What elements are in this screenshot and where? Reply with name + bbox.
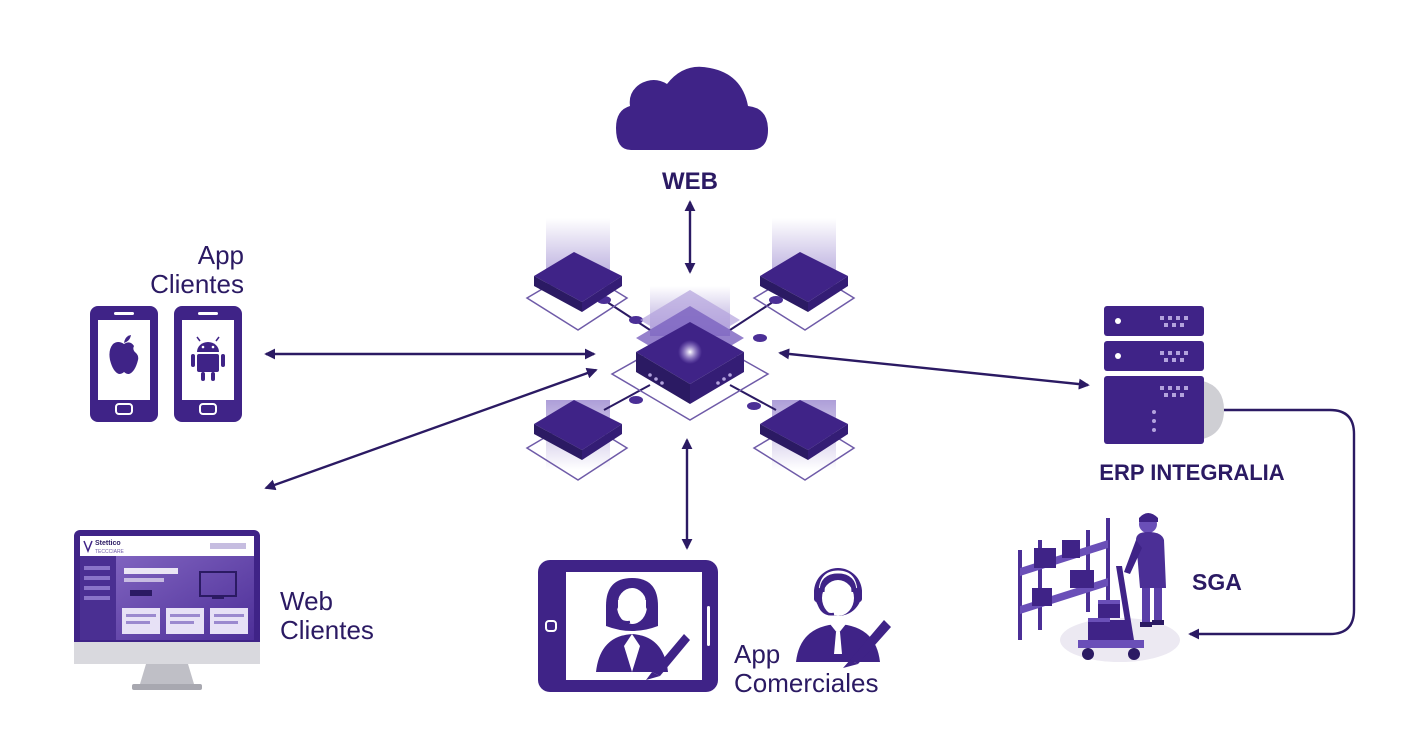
connectors [264, 200, 1356, 640]
web-monitor-icon: Stettico TECCCIARE [74, 530, 260, 690]
screen-brand-line1: Stettico [95, 540, 121, 547]
app-clientes-label-line2: Clientes [150, 268, 244, 299]
web-clientes-label: Web Clientes [280, 587, 374, 644]
apple-phone-icon [90, 306, 158, 422]
android-phone-icon [174, 306, 242, 422]
node-satellite [752, 400, 856, 481]
web-clientes-label-line1: Web [280, 586, 333, 616]
node-satellite [525, 400, 629, 481]
headset-agent-icon [596, 578, 690, 680]
arrow-hub-erp [778, 348, 1090, 390]
sga-label: SGA [1192, 569, 1242, 595]
app-comerciales-label-line2: Comerciales [734, 667, 879, 698]
node-satellite [752, 252, 856, 331]
central-hub-icon [525, 218, 856, 481]
app-comerciales-label-line1: App [734, 639, 781, 669]
web-clientes-label-line2: Clientes [280, 614, 374, 645]
node-satellite [525, 252, 629, 331]
arrow-erp-sga [1188, 408, 1356, 640]
app-clientes-label: App Clientes [144, 241, 244, 298]
app-clientes-label-line1: App [197, 240, 244, 270]
screen-brand-line2: TECCCIARE [95, 549, 125, 555]
cloud-icon [616, 66, 768, 150]
warehouse-icon [1018, 513, 1180, 662]
server-icon [1104, 306, 1224, 444]
erp-label: ERP INTEGRALIA [1099, 460, 1285, 485]
web-label: WEB [662, 168, 718, 195]
headset-agent-icon [796, 568, 891, 668]
arrow-web-clientes-hub [264, 367, 598, 491]
app-comerciales-label: App Comerciales [734, 640, 879, 697]
